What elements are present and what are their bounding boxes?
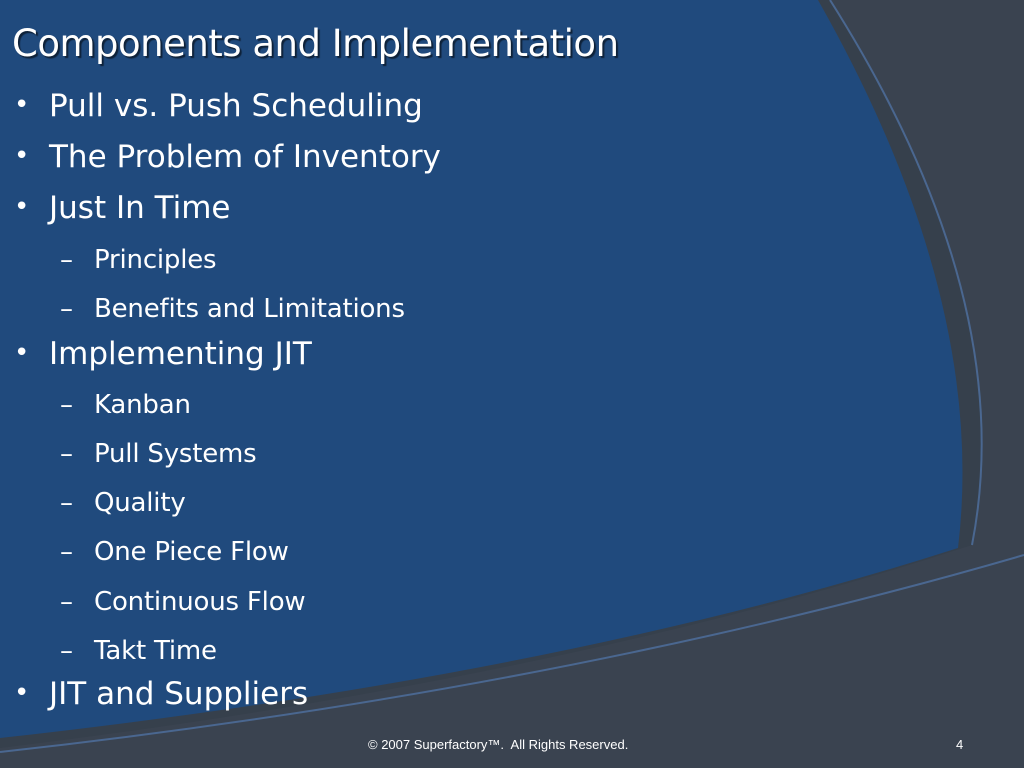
arc-line-bottom [0, 554, 1024, 753]
bullet-marker: • [14, 192, 30, 222]
sub-bullet-item: –Kanban [60, 390, 191, 420]
bullet-text: Principles [94, 245, 217, 275]
dash-marker: – [60, 390, 73, 420]
bullet-text: Just In Time [49, 190, 231, 226]
arc-line-right [829, 0, 983, 546]
bullet-text: Continuous Flow [94, 587, 306, 617]
dash-marker: – [60, 245, 73, 275]
sub-bullet-item: –Benefits and Limitations [60, 294, 405, 324]
bullet-text: The Problem of Inventory [49, 139, 441, 175]
bullet-text: JIT and Suppliers [49, 676, 309, 712]
bullet-text: Takt Time [94, 636, 217, 666]
sub-bullet-item: –Takt Time [60, 636, 217, 666]
slide-title: Components and Implementation [12, 22, 619, 65]
copyright-text: © 2007 Superfactory™. All Rights Reserve… [368, 737, 629, 752]
bullet-text: Pull vs. Push Scheduling [49, 88, 423, 124]
bullet-marker: • [14, 90, 30, 120]
bullet-item: • Just In Time [14, 190, 230, 226]
dash-marker: – [60, 537, 73, 567]
bullet-item: • The Problem of Inventory [14, 139, 441, 175]
dash-marker: – [60, 488, 73, 518]
bullet-marker: • [14, 678, 30, 708]
dash-marker: – [60, 439, 73, 469]
bullet-text: Pull Systems [94, 439, 257, 469]
blue-panel [0, 0, 963, 738]
bullet-item: • JIT and Suppliers [14, 676, 308, 712]
sub-bullet-item: –Principles [60, 245, 217, 275]
slide-number: 4 [956, 737, 964, 752]
bullet-item: • Implementing JIT [14, 336, 312, 372]
sub-bullet-item: –Quality [60, 488, 186, 518]
bullet-text: Quality [94, 488, 186, 518]
bullet-marker: • [14, 338, 30, 368]
bullet-text: One Piece Flow [94, 537, 289, 567]
dash-marker: – [60, 294, 73, 324]
slide-footer: © 2007 Superfactory™. All Rights Reserve… [0, 737, 1024, 757]
bullet-text: Kanban [94, 390, 191, 420]
bullet-marker: • [14, 141, 30, 171]
dash-marker: – [60, 587, 73, 617]
sub-bullet-item: –Pull Systems [60, 439, 257, 469]
dash-marker: – [60, 636, 73, 666]
sub-bullet-item: –Continuous Flow [60, 587, 306, 617]
bullet-text: Implementing JIT [49, 336, 312, 372]
bullet-item: • Pull vs. Push Scheduling [14, 88, 423, 124]
bullet-text: Benefits and Limitations [94, 294, 405, 324]
sub-bullet-item: –One Piece Flow [60, 537, 289, 567]
